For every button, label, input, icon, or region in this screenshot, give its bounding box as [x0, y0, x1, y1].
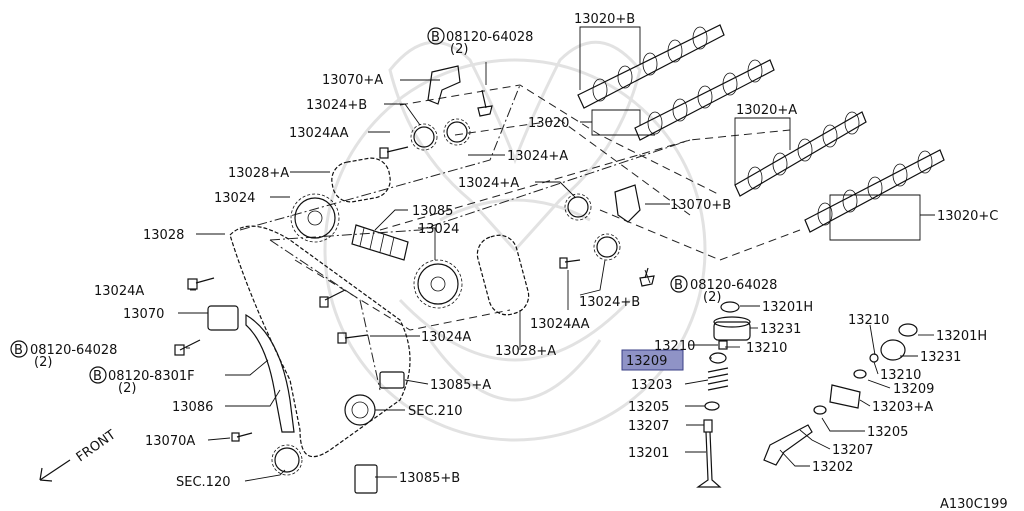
tensioner-13070b [614, 184, 641, 223]
bolts [174, 89, 655, 442]
label-13086: 13086 [172, 400, 213, 415]
b-symbol: B [93, 369, 102, 384]
label-sec210: SEC.210 [408, 404, 463, 419]
label-13024b-low: 13024+B [579, 295, 640, 310]
sec210-pump [344, 394, 376, 426]
label-13024a-low: 13024A [94, 284, 144, 299]
label-13070a: 13070+A [322, 73, 383, 88]
sprocket-13024-mid [413, 259, 463, 309]
front-arrow [39, 459, 71, 482]
b-symbol: B [674, 278, 683, 293]
label-13203: 13203 [631, 378, 672, 393]
label-13024a-top: 13024+A [507, 149, 568, 164]
label-13020b: 13020+B [574, 12, 635, 27]
tensioner-13070a-top [427, 65, 461, 105]
sprocket-13024a-top [443, 118, 471, 146]
label-13070: 13070 [123, 307, 164, 322]
guide-13086 [245, 313, 295, 433]
label-13020: 13020 [528, 116, 569, 131]
camshaft-13020c [804, 149, 945, 233]
front-label: FRONT [74, 427, 119, 465]
chain-13028a-low [476, 234, 530, 316]
label-13020a: 13020+A [736, 103, 797, 118]
b-symbol: B [14, 343, 23, 358]
label-13024a-mid: 13024+A [458, 176, 519, 191]
label-13205: 13205 [628, 400, 669, 415]
guide-13085b [354, 464, 378, 494]
label-13210-right: 13210 [848, 313, 889, 328]
label-sec120: SEC.120 [176, 475, 231, 490]
label-13202: 13202 [812, 460, 853, 475]
label-13207: 13207 [628, 419, 669, 434]
label-bolt-mid: 08120-64028 [690, 278, 777, 293]
label-qty-top: (2) [450, 42, 468, 57]
label-13210-right2: 13210 [880, 368, 921, 383]
highlight-13209[interactable] [621, 349, 684, 371]
label-13020c: 13020+C [937, 209, 998, 224]
label-qty-left2: (2) [118, 381, 136, 396]
drawing-code: A130C199 [940, 497, 1008, 511]
chain-13028a-top [331, 157, 391, 203]
guide-13085 [351, 224, 409, 261]
label-13085a: 13085+A [430, 378, 491, 393]
label-13201h: 13201H [762, 300, 813, 315]
camshaft-13020b [577, 24, 725, 109]
label-13024a-chain: 13024A [421, 330, 471, 345]
sprocket-13024a-mid [564, 193, 592, 221]
leader-lines [178, 26, 935, 482]
label-13085b: 13085+B [399, 471, 460, 486]
label-13205-right: 13205 [867, 425, 908, 440]
label-13024aa-top: 13024AA [289, 126, 349, 141]
sprocket-sec120 [271, 444, 303, 476]
sprocket-13024b-low [593, 233, 621, 261]
label-qty-left: (2) [34, 355, 52, 370]
tensioner-13070 [207, 305, 239, 331]
reference-lines [239, 84, 801, 391]
label-13070a-low: 13070A [145, 434, 195, 449]
label-13024aa-low: 13024AA [530, 317, 590, 332]
label-13024b: 13024+B [306, 98, 367, 113]
camshaft-13020a [734, 111, 867, 197]
label-13028: 13028 [143, 228, 184, 243]
chain-13028 [229, 225, 411, 458]
label-bolt-left: 08120-64028 [30, 343, 117, 358]
label-13024-mid: 13024 [418, 222, 459, 237]
camshaft-13020 [634, 59, 775, 141]
label-13210b: 13210 [746, 341, 787, 356]
label-bolt-top: 08120-64028 [446, 30, 533, 45]
label-qty-mid: (2) [703, 290, 721, 305]
sprocket-13024 [290, 193, 340, 243]
label-13024-left: 13024 [214, 191, 255, 206]
watermark-emblem [323, 40, 707, 442]
label-13070b: 13070+B [670, 198, 731, 213]
bolt-symbol-icons [10, 27, 688, 384]
label-13209: 13209 [626, 354, 667, 369]
label-bolt-left2: 08120-8301F [108, 369, 195, 384]
label-13209-right: 13209 [893, 382, 934, 397]
label-13201h-right: 13201H [936, 329, 987, 344]
label-13231: 13231 [760, 322, 801, 337]
label-13210: 13210 [654, 339, 695, 354]
label-13085: 13085 [412, 204, 453, 219]
label-13028a-top: 13028+A [228, 166, 289, 181]
label-13231-right: 13231 [920, 350, 961, 365]
valve-assembly-center [696, 301, 751, 488]
part-labels: 13020+B 08120-64028 (2) 13070+A 13024+B … [30, 12, 1008, 511]
label-13203a: 13203+A [872, 400, 933, 415]
sprocket-13024b [410, 123, 438, 151]
label-13207-right: 13207 [832, 443, 873, 458]
label-13028a-low: 13028+A [495, 344, 556, 359]
valve-assembly-right [763, 323, 918, 466]
b-symbol: B [431, 30, 440, 45]
label-13201: 13201 [628, 446, 669, 461]
guide-13085a [379, 371, 405, 389]
